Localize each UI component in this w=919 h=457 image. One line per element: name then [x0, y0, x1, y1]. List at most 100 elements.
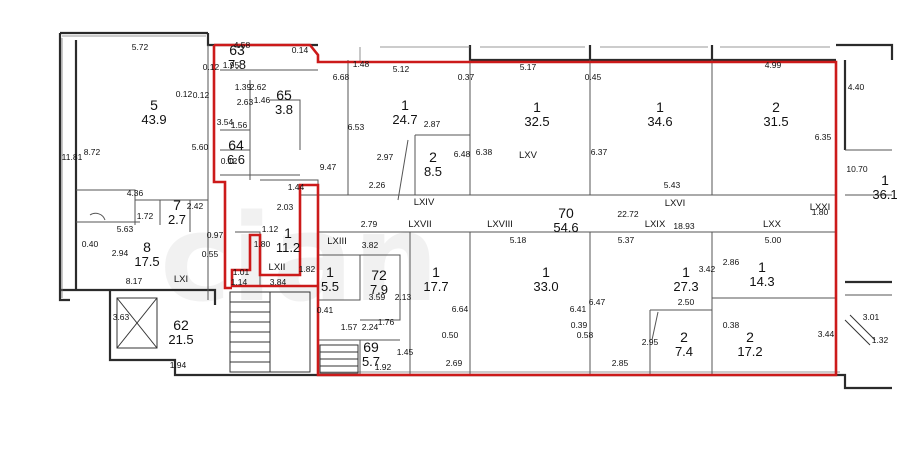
dimension-label: 1.95 [223, 60, 240, 70]
dimension-label: 2.62 [250, 82, 267, 92]
dimension-label: 0.45 [585, 72, 602, 82]
dimension-label: 3.01 [863, 312, 880, 322]
room-area: 34.6 [647, 114, 672, 129]
room-area: 21.5 [168, 332, 193, 347]
room-number: 1 [401, 97, 409, 113]
dimension-label: 1.56 [231, 120, 248, 130]
zone-label: LXVII [408, 219, 431, 230]
room-number: 1 [542, 264, 550, 280]
room-number: 1 [656, 99, 664, 115]
room-number: 8 [143, 239, 151, 255]
room-number: 2 [772, 99, 780, 115]
dimension-label: 3.42 [699, 264, 716, 274]
dimension-label: 6.41 [570, 304, 587, 314]
zone-label: LXII [269, 262, 286, 273]
dimension-label: 4.36 [127, 188, 144, 198]
zone-label: LXIII [327, 236, 347, 247]
zone-label: LXXI [810, 202, 831, 213]
zone-label: LXI [174, 274, 188, 285]
dimension-label: 1.48 [353, 59, 370, 69]
room-number: 62 [173, 317, 189, 333]
dimension-label: 2.79 [361, 219, 378, 229]
dimension-label: 2.87 [424, 119, 441, 129]
dimension-label: 4.58 [234, 40, 251, 50]
dimension-label: 3.84 [270, 277, 287, 287]
room-area: 7.4 [675, 344, 693, 359]
dimension-label: 1.32 [872, 335, 889, 345]
room-area: 14.3 [749, 274, 774, 289]
dimension-label: 6.37 [591, 147, 608, 157]
dimension-label: 0.12 [176, 89, 193, 99]
dimension-label: 2.86 [723, 257, 740, 267]
dimension-label: 1.92 [375, 362, 392, 372]
room-number: 63 [229, 42, 245, 58]
dimension-label: 0.38 [723, 320, 740, 330]
dimension-label: 1.39 [235, 82, 252, 92]
dimension-label: 0.37 [458, 72, 475, 82]
dimension-label: 0.12 [203, 62, 220, 72]
dimension-label: 5.63 [117, 224, 134, 234]
dimension-label: 1.80 [254, 239, 271, 249]
room-number: 2 [429, 149, 437, 165]
dimension-label: 2.85 [612, 358, 629, 368]
dimension-label: 2.63 [237, 97, 254, 107]
dimension-label: 1.76 [378, 317, 395, 327]
dimension-label: 0.55 [202, 249, 219, 259]
zone-label: LXVI [665, 198, 686, 209]
stair-elevator [116, 291, 876, 374]
dimension-label: 11.81 [62, 152, 83, 162]
dimension-label: 5.72 [132, 42, 149, 52]
dimension-label: 1.82 [299, 264, 316, 274]
dimension-label: 0.41 [317, 305, 334, 315]
room-number: 5 [150, 97, 158, 113]
dimension-label: 2.03 [277, 202, 294, 212]
dimension-label: 1.45 [397, 347, 414, 357]
dimension-label: 6.38 [476, 147, 493, 157]
dimension-label: 2.42 [187, 201, 204, 211]
room-area: 7.9 [370, 282, 388, 297]
dimension-label: 0.12 [193, 90, 210, 100]
room-area: 27.3 [673, 279, 698, 294]
room-number: 65 [276, 87, 292, 103]
dimension-label: 5.60 [192, 142, 209, 152]
room-area: 17.7 [423, 279, 448, 294]
dimension-label: 1.72 [137, 211, 154, 221]
dimension-label: 6.64 [452, 304, 469, 314]
dimension-label: 6.48 [454, 149, 471, 159]
zone-label: LXIX [645, 219, 666, 230]
dimension-label: 3.63 [113, 312, 130, 322]
dimension-label: 2.24 [362, 322, 379, 332]
dimension-label: 2.95 [642, 337, 659, 347]
doors [89, 110, 713, 341]
room-number: 2 [680, 329, 688, 345]
dimension-label: 3.54 [217, 117, 234, 127]
room-area: 2.7 [168, 212, 186, 227]
dimension-label: 8.17 [126, 276, 143, 286]
room-number: 7 [173, 197, 181, 213]
room-number: 64 [228, 137, 244, 153]
dimension-label: 1.57 [341, 322, 358, 332]
dimension-label: 0.40 [82, 239, 99, 249]
room-labels: 543.9637.8653.8646.672.7817.5124.728.513… [134, 42, 897, 369]
dimension-label: 0.97 [207, 230, 224, 240]
room-area: 33.0 [533, 279, 558, 294]
dimension-label: 0.50 [442, 330, 459, 340]
dimension-label: 0.58 [577, 330, 594, 340]
dimension-label: 2.97 [377, 152, 394, 162]
zone-label: LXVIII [487, 219, 513, 230]
dimension-label: 4.40 [848, 82, 865, 92]
dimension-label: 6.53 [348, 122, 365, 132]
dimension-label: 0.14 [292, 45, 309, 55]
room-area: 3.8 [275, 102, 293, 117]
dimension-label: 2.13 [395, 292, 412, 302]
dimension-label: 18.93 [673, 221, 695, 231]
room-number: 70 [558, 205, 574, 221]
zone-label: LXX [763, 219, 782, 230]
dimension-label: 1.01 [233, 267, 250, 277]
dimension-label: 3.82 [362, 240, 379, 250]
dimension-label: 10.70 [846, 164, 868, 174]
dimension-label: 3.59 [369, 292, 386, 302]
dimension-label: 2.50 [678, 297, 695, 307]
dimension-label: 22.72 [617, 209, 639, 219]
